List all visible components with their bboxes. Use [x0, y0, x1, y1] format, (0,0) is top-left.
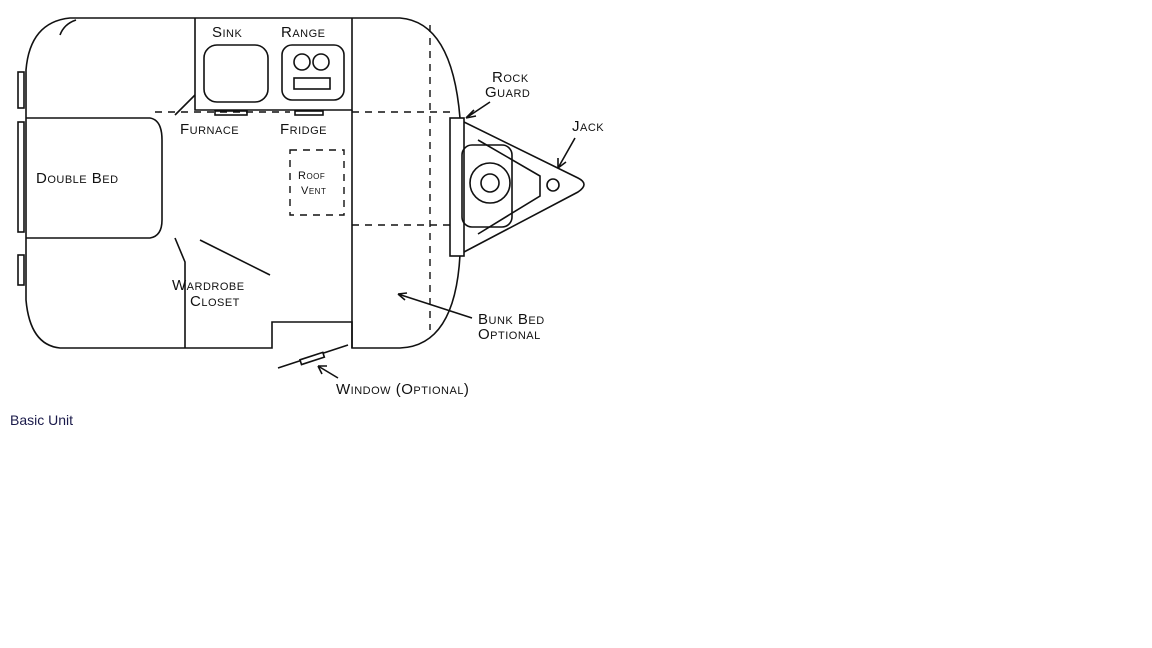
roof-vent: [289, 149, 345, 216]
left-wall-window: [17, 121, 25, 233]
kitchen-counter: [194, 18, 353, 111]
label-rock-guard-2: Guard: [485, 84, 530, 101]
arrow-rock-guard: [465, 101, 491, 119]
range-oven: [293, 77, 331, 90]
furnace-vent: [214, 110, 248, 116]
arrow-jack: [557, 137, 576, 169]
wardrobe-closet: [174, 237, 186, 348]
range: [281, 44, 345, 101]
wardrobe-door: [199, 239, 271, 276]
left-wall-window: [17, 71, 25, 109]
spare-tire-hub: [480, 173, 500, 193]
label-bunk-bed: Bunk Bed: [478, 311, 545, 328]
label-double-bed: Double Bed: [36, 170, 119, 187]
arrow-window: [317, 365, 339, 379]
diagram-caption: Basic Unit: [10, 412, 74, 428]
label-jack: Jack: [572, 118, 604, 135]
arrow-bunk-bed: [397, 292, 473, 319]
label-window: Window (Optional): [336, 381, 469, 398]
label-roof-vent-2: Vent: [301, 185, 326, 197]
left-wall-window: [17, 254, 25, 286]
window-handle: [298, 351, 326, 366]
trailer-floor-plan: Sink Range Rock Guard Jack Furnace Fridg…: [17, 17, 604, 398]
counter-angle: [174, 94, 196, 116]
label-fridge: Fridge: [280, 121, 327, 138]
label-sink: Sink: [212, 24, 243, 41]
double-bed: [26, 117, 163, 239]
tongue-frame: [463, 121, 585, 253]
label-furnace: Furnace: [180, 121, 239, 138]
range-burner: [293, 53, 311, 71]
jack: [546, 178, 560, 192]
corner-trim: [59, 19, 77, 36]
rock-guard: [449, 117, 465, 257]
trailer-outline: [25, 17, 461, 349]
label-rock-guard-1: Rock: [492, 69, 529, 86]
label-wardrobe: Wardrobe: [172, 277, 245, 294]
sink: [203, 44, 269, 103]
propane-tanks: [461, 144, 513, 228]
fridge-vent: [294, 110, 324, 116]
label-closet: Closet: [190, 293, 240, 310]
tongue-frame-inner: [477, 139, 541, 235]
range-burner: [312, 53, 330, 71]
label-optional: Optional: [478, 326, 541, 343]
label-range: Range: [281, 24, 326, 41]
spare-tire: [469, 162, 511, 204]
label-roof-vent-1: Roof: [298, 170, 325, 182]
